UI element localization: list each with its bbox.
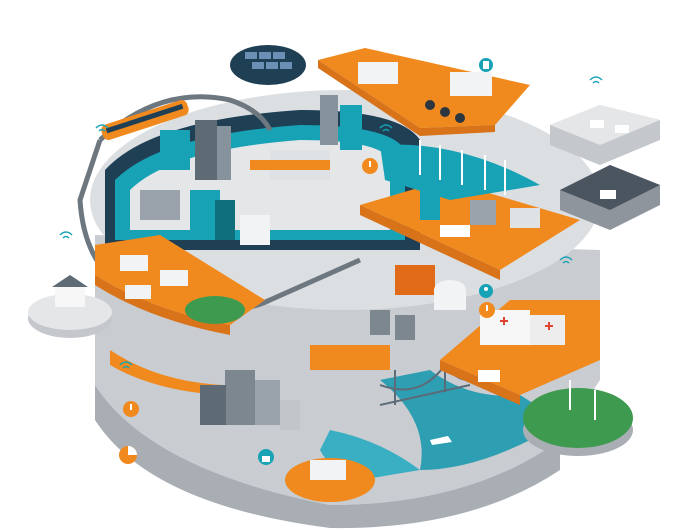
floating-parking-platform (550, 105, 660, 165)
lower-city (110, 350, 300, 430)
floating-solar-platform (230, 45, 306, 85)
office-towers (140, 95, 362, 245)
hospital-orange-platform (440, 300, 600, 405)
wifi-signal-icon (59, 76, 603, 369)
padlock-icon (258, 449, 274, 465)
alert-icon (479, 302, 495, 318)
residential-orange-platform (95, 235, 265, 335)
train (101, 100, 189, 140)
alert-icon (123, 401, 139, 417)
wind-turbine-icon (419, 140, 506, 195)
floating-charging-platform (560, 165, 660, 230)
floating-house-platform (28, 275, 112, 338)
battery-icon (479, 58, 493, 72)
ambulance (478, 370, 500, 382)
boat (430, 436, 452, 445)
commercial-orange-platform (360, 180, 580, 280)
industrial-area (310, 265, 466, 370)
floating-bottom-platform (285, 458, 375, 502)
hospital-cross-icon (500, 317, 553, 330)
alert-icon (362, 158, 378, 174)
floating-logistics-platform (318, 48, 530, 136)
floating-wind-hill (523, 380, 633, 456)
gauge-marker (119, 446, 137, 464)
person-badge-icon (479, 284, 493, 298)
